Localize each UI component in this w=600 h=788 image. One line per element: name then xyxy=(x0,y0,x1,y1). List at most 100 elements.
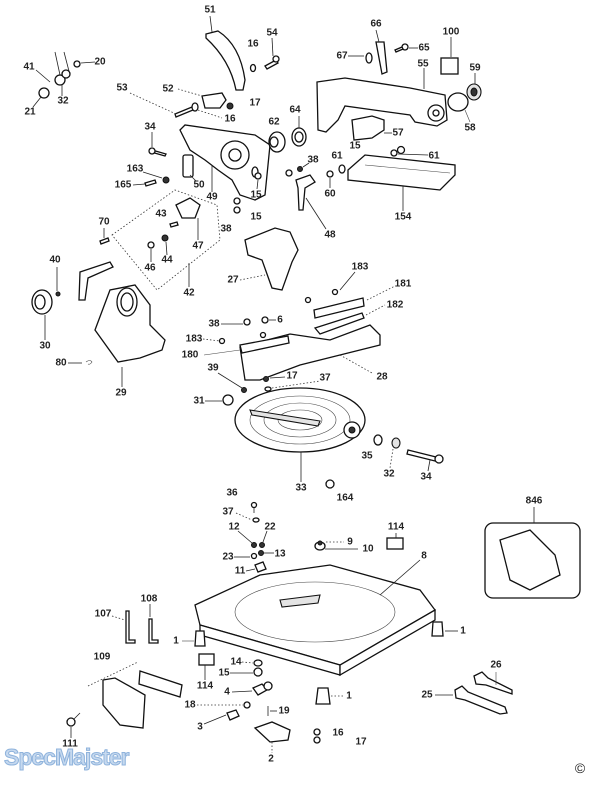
callout-part-48[interactable]: 48 xyxy=(324,229,336,241)
callout-part-66[interactable]: 66 xyxy=(370,18,382,30)
callout-part-15[interactable]: 15 xyxy=(250,189,262,201)
callout-part-26[interactable]: 26 xyxy=(490,659,502,671)
callout-part-35[interactable]: 35 xyxy=(361,450,373,462)
callout-part-42[interactable]: 42 xyxy=(183,287,195,299)
callout-part-183[interactable]: 183 xyxy=(351,261,369,273)
callout-part-44[interactable]: 44 xyxy=(161,254,173,266)
callout-part-46[interactable]: 46 xyxy=(144,262,156,274)
callout-part-50[interactable]: 50 xyxy=(193,179,205,191)
callout-part-1[interactable]: 1 xyxy=(346,690,352,702)
callout-part-164[interactable]: 164 xyxy=(336,492,354,504)
callout-part-52[interactable]: 52 xyxy=(162,83,174,95)
callout-part-15[interactable]: 15 xyxy=(218,667,230,679)
callout-part-30[interactable]: 30 xyxy=(39,340,51,352)
callout-part-21[interactable]: 21 xyxy=(24,106,36,118)
callout-part-108[interactable]: 108 xyxy=(140,593,158,605)
callout-part-6[interactable]: 6 xyxy=(277,314,283,326)
callout-part-36[interactable]: 36 xyxy=(226,487,238,499)
callout-part-114[interactable]: 114 xyxy=(387,521,405,533)
callout-part-11[interactable]: 11 xyxy=(234,565,246,577)
callout-part-1[interactable]: 1 xyxy=(460,625,466,637)
callout-part-16[interactable]: 16 xyxy=(247,38,259,50)
callout-part-8[interactable]: 8 xyxy=(421,550,427,562)
callout-part-17[interactable]: 17 xyxy=(286,370,298,382)
callout-part-70[interactable]: 70 xyxy=(98,216,110,228)
callout-part-51[interactable]: 51 xyxy=(204,4,216,16)
callout-part-38[interactable]: 38 xyxy=(307,154,319,166)
callout-part-60[interactable]: 60 xyxy=(324,188,336,200)
callout-part-61[interactable]: 61 xyxy=(428,150,440,162)
callout-part-22[interactable]: 22 xyxy=(264,521,276,533)
callout-part-114[interactable]: 114 xyxy=(196,680,214,692)
callout-part-34[interactable]: 34 xyxy=(144,121,156,133)
callout-part-39[interactable]: 39 xyxy=(207,362,219,374)
callout-part-2[interactable]: 2 xyxy=(268,753,274,765)
callout-part-154[interactable]: 154 xyxy=(394,211,412,223)
callout-part-54[interactable]: 54 xyxy=(266,27,278,39)
callout-part-47[interactable]: 47 xyxy=(192,240,204,252)
callout-part-64[interactable]: 64 xyxy=(289,104,301,116)
callout-part-15[interactable]: 15 xyxy=(250,211,262,223)
part-48-handle xyxy=(295,174,327,230)
callout-part-13[interactable]: 13 xyxy=(274,548,286,560)
part-25-26-spanners xyxy=(435,671,513,715)
callout-part-28[interactable]: 28 xyxy=(376,371,388,383)
callout-part-37[interactable]: 37 xyxy=(222,506,234,518)
callout-part-14[interactable]: 14 xyxy=(230,656,242,668)
callout-part-67[interactable]: 67 xyxy=(336,50,348,62)
callout-part-65[interactable]: 65 xyxy=(418,42,430,54)
callout-part-23[interactable]: 23 xyxy=(222,551,234,563)
callout-part-181[interactable]: 181 xyxy=(394,278,412,290)
callout-part-165[interactable]: 165 xyxy=(114,179,132,191)
callout-part-40[interactable]: 40 xyxy=(49,254,61,266)
callout-part-17[interactable]: 17 xyxy=(249,97,261,109)
callout-part-33[interactable]: 33 xyxy=(295,482,307,494)
part-846-bag xyxy=(484,507,581,599)
callout-part-100[interactable]: 100 xyxy=(442,26,460,38)
callout-part-180[interactable]: 180 xyxy=(181,349,199,361)
callout-part-9[interactable]: 9 xyxy=(347,536,353,548)
callout-part-38[interactable]: 38 xyxy=(208,318,220,330)
callout-part-183[interactable]: 183 xyxy=(185,333,203,345)
callout-part-1[interactable]: 1 xyxy=(173,635,179,647)
callout-part-25[interactable]: 25 xyxy=(421,689,433,701)
callout-part-12[interactable]: 12 xyxy=(228,521,240,533)
callout-part-4[interactable]: 4 xyxy=(224,686,230,698)
callout-part-55[interactable]: 55 xyxy=(417,58,429,70)
callout-part-32[interactable]: 32 xyxy=(383,468,395,480)
callout-part-18[interactable]: 18 xyxy=(184,699,196,711)
callout-part-43[interactable]: 43 xyxy=(155,208,167,220)
callout-part-31[interactable]: 31 xyxy=(193,395,205,407)
callout-part-58[interactable]: 58 xyxy=(464,122,476,134)
callout-part-59[interactable]: 59 xyxy=(469,62,481,74)
callout-part-53[interactable]: 53 xyxy=(116,82,128,94)
callout-part-38[interactable]: 38 xyxy=(220,223,232,235)
callout-part-182[interactable]: 182 xyxy=(386,299,404,311)
callout-part-27[interactable]: 27 xyxy=(227,274,239,286)
callout-part-109[interactable]: 109 xyxy=(93,651,111,663)
callout-part-10[interactable]: 10 xyxy=(362,543,374,555)
callout-part-41[interactable]: 41 xyxy=(23,61,35,73)
callout-part-20[interactable]: 20 xyxy=(94,56,106,68)
callout-part-15[interactable]: 15 xyxy=(349,140,361,152)
callout-part-61[interactable]: 61 xyxy=(331,150,343,162)
part-66-bracket xyxy=(348,29,459,75)
callout-part-846[interactable]: 846 xyxy=(525,495,543,507)
callout-part-37[interactable]: 37 xyxy=(319,372,331,384)
callout-part-3[interactable]: 3 xyxy=(197,721,203,733)
part-small-parts-bottom xyxy=(197,653,321,753)
callout-part-57[interactable]: 57 xyxy=(392,127,404,139)
callout-part-111[interactable]: 111 xyxy=(62,738,78,750)
callout-part-29[interactable]: 29 xyxy=(115,387,127,399)
callout-part-49[interactable]: 49 xyxy=(206,191,218,203)
callout-part-17[interactable]: 17 xyxy=(355,736,367,748)
callout-part-34[interactable]: 34 xyxy=(420,471,432,483)
callout-part-19[interactable]: 19 xyxy=(278,705,290,717)
callout-part-62[interactable]: 62 xyxy=(268,116,280,128)
callout-part-80[interactable]: 80 xyxy=(55,357,67,369)
callout-part-32[interactable]: 32 xyxy=(57,95,69,107)
callout-part-16[interactable]: 16 xyxy=(224,113,236,125)
callout-part-107[interactable]: 107 xyxy=(94,608,112,620)
callout-part-16[interactable]: 16 xyxy=(332,727,344,739)
callout-part-163[interactable]: 163 xyxy=(126,163,144,175)
